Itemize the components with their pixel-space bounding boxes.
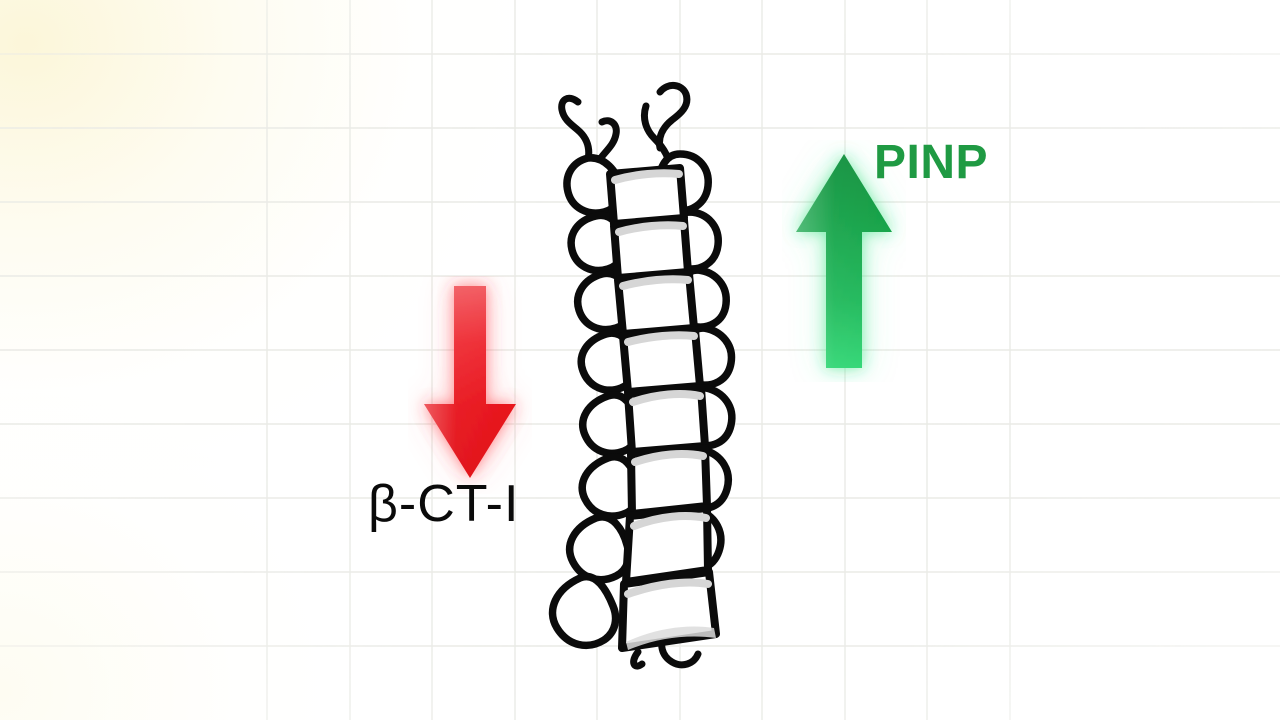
vertebral-bodies xyxy=(606,164,720,652)
beta-ctx-label: β-CT-I xyxy=(368,475,520,533)
up-arrow-icon xyxy=(782,140,906,382)
spine-illustration: .ln { fill:#ffffff; stroke:#0b0b0b; stro… xyxy=(518,66,786,672)
down-arrow-icon xyxy=(408,276,532,494)
pinp-label: PINP xyxy=(874,136,989,189)
